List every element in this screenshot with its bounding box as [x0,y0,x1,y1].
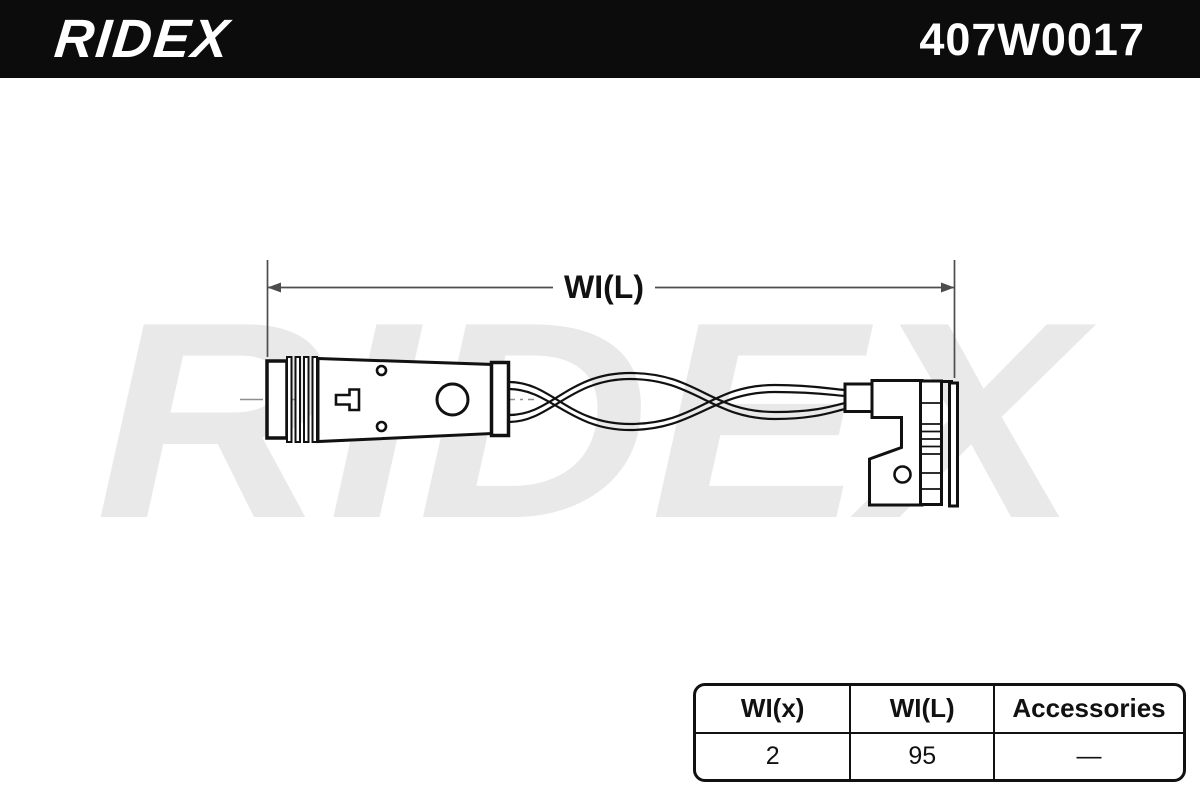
arrowhead-right [941,282,955,293]
part-number: 407W0017 [919,13,1145,65]
contact-ribs [922,402,940,490]
arrowhead-left [267,282,281,293]
left-connector-cap [265,359,289,440]
left-connector-flange [489,360,511,438]
small-hole-top [375,364,388,377]
spec-header-wix: WI(x) [740,693,805,724]
spec-value-accessories: — [993,733,1183,779]
twisted-wires [508,371,846,432]
wire-strand [508,387,846,432]
outer-contact-bar [948,381,959,508]
spec-header-wil: WI(L) [849,686,993,732]
ribbed-contact-strip [919,379,943,506]
left-connector-rib [303,356,310,443]
left-connector-rib [311,356,318,443]
spec-table-header-row: WI(x) WI(L) Accessories [696,686,1183,734]
wire-strand [508,377,846,424]
header-bar: RIDEX 407W0017 [0,0,1200,78]
spec-table: WI(x) WI(L) Accessories 2 95 — [693,683,1186,782]
right-connector [843,379,959,508]
watermark-text: RIDEX [95,265,1097,577]
dimension-annotation: WI(L) [266,260,956,378]
key-slot [334,388,361,412]
left-connector-rib [294,356,301,443]
spec-table-value-row: 2 95 — [696,733,1183,779]
wire-strand [508,380,846,426]
spec-header-accessories: Accessories [993,686,1183,732]
spec-value-wix: 2 [765,741,780,770]
left-connector [265,356,511,444]
mounting-hole [893,465,912,484]
wire-strand [508,371,846,417]
latch-hole [435,382,470,417]
dimension-label: WI(L) [564,269,644,305]
left-connector-rib [286,356,293,443]
spec-value-wil: 95 [849,733,993,779]
small-hole-bottom [375,420,388,433]
wire-crimp [843,382,874,413]
